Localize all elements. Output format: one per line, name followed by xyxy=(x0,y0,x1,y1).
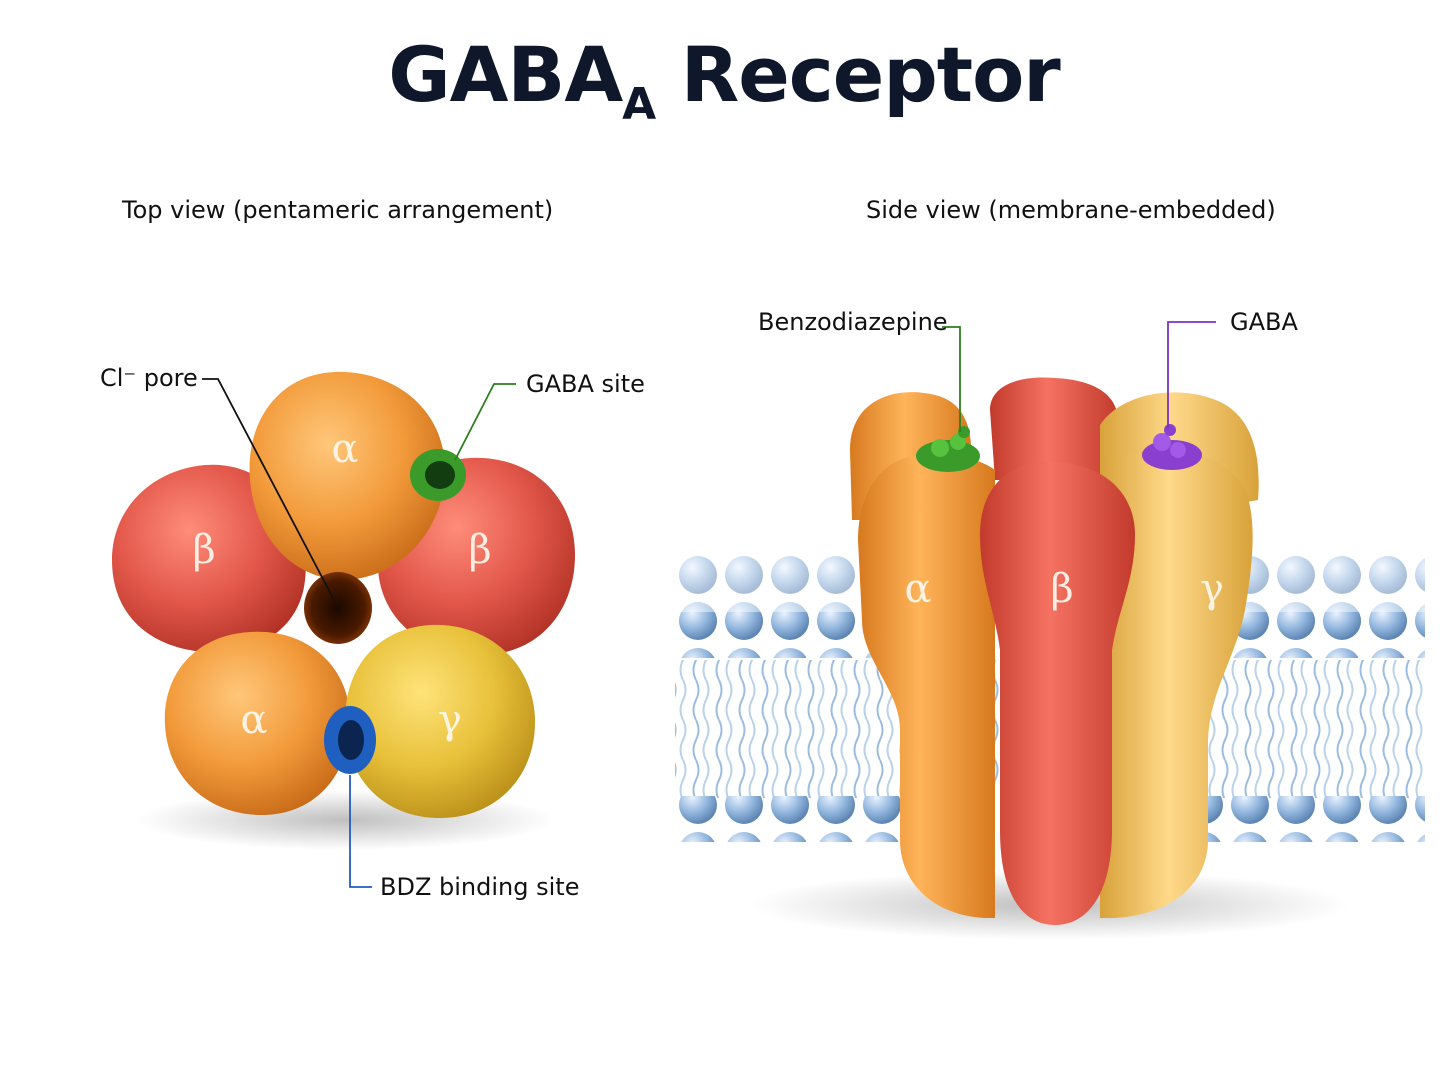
gaba-site-marker xyxy=(410,449,466,501)
side-gamma-subunit xyxy=(1100,450,1253,918)
top-alpha-top-subunit xyxy=(249,371,445,580)
gaba-ligand xyxy=(1142,424,1202,470)
cl-pore-leader-line xyxy=(202,378,335,601)
top-beta-left-letter: β xyxy=(192,527,215,573)
gaba-site-label: GABA site xyxy=(526,370,645,398)
bdz-site-marker xyxy=(324,706,376,774)
top-beta-right-letter: β xyxy=(468,527,491,573)
side-back-beta-subunit xyxy=(990,377,1119,480)
top-alpha-top-letter: α xyxy=(331,426,358,472)
benzodiazepine-leader-line xyxy=(942,326,961,432)
gaba-label: GABA xyxy=(1230,308,1298,336)
top-alpha-bottom-subunit xyxy=(164,631,350,815)
side-beta-subunit xyxy=(980,462,1135,925)
gaba-leader-line xyxy=(1167,321,1216,428)
cl-pore-opening xyxy=(304,572,372,644)
title-rest: Receptor xyxy=(655,30,1061,119)
side-alpha-letter: α xyxy=(904,566,931,612)
side-view-label: Side view (membrane-embedded) xyxy=(866,196,1276,224)
cl-pore-label: Cl⁻ pore xyxy=(100,364,198,392)
side-beta-letter: β xyxy=(1050,566,1073,612)
bdz-site-label: BDZ binding site xyxy=(380,873,580,901)
top-gamma-letter: γ xyxy=(438,697,462,743)
side-alpha-subunit xyxy=(858,453,995,918)
bdz-site-leader-line xyxy=(349,775,372,888)
benzodiazepine-ligand xyxy=(916,426,980,472)
side-gamma-letter: γ xyxy=(1200,566,1224,612)
title-main: GABA xyxy=(388,30,623,119)
top-gamma-subunit xyxy=(345,624,535,818)
benzodiazepine-label: Benzodiazepine xyxy=(758,308,948,336)
title-subscript: A xyxy=(622,79,656,130)
top-view-label: Top view (pentameric arrangement) xyxy=(122,196,554,224)
gaba-site-leader-line xyxy=(454,383,516,461)
top-alpha-bottom-letter: α xyxy=(240,697,267,743)
page-title: GABAA Receptor xyxy=(0,30,1448,130)
